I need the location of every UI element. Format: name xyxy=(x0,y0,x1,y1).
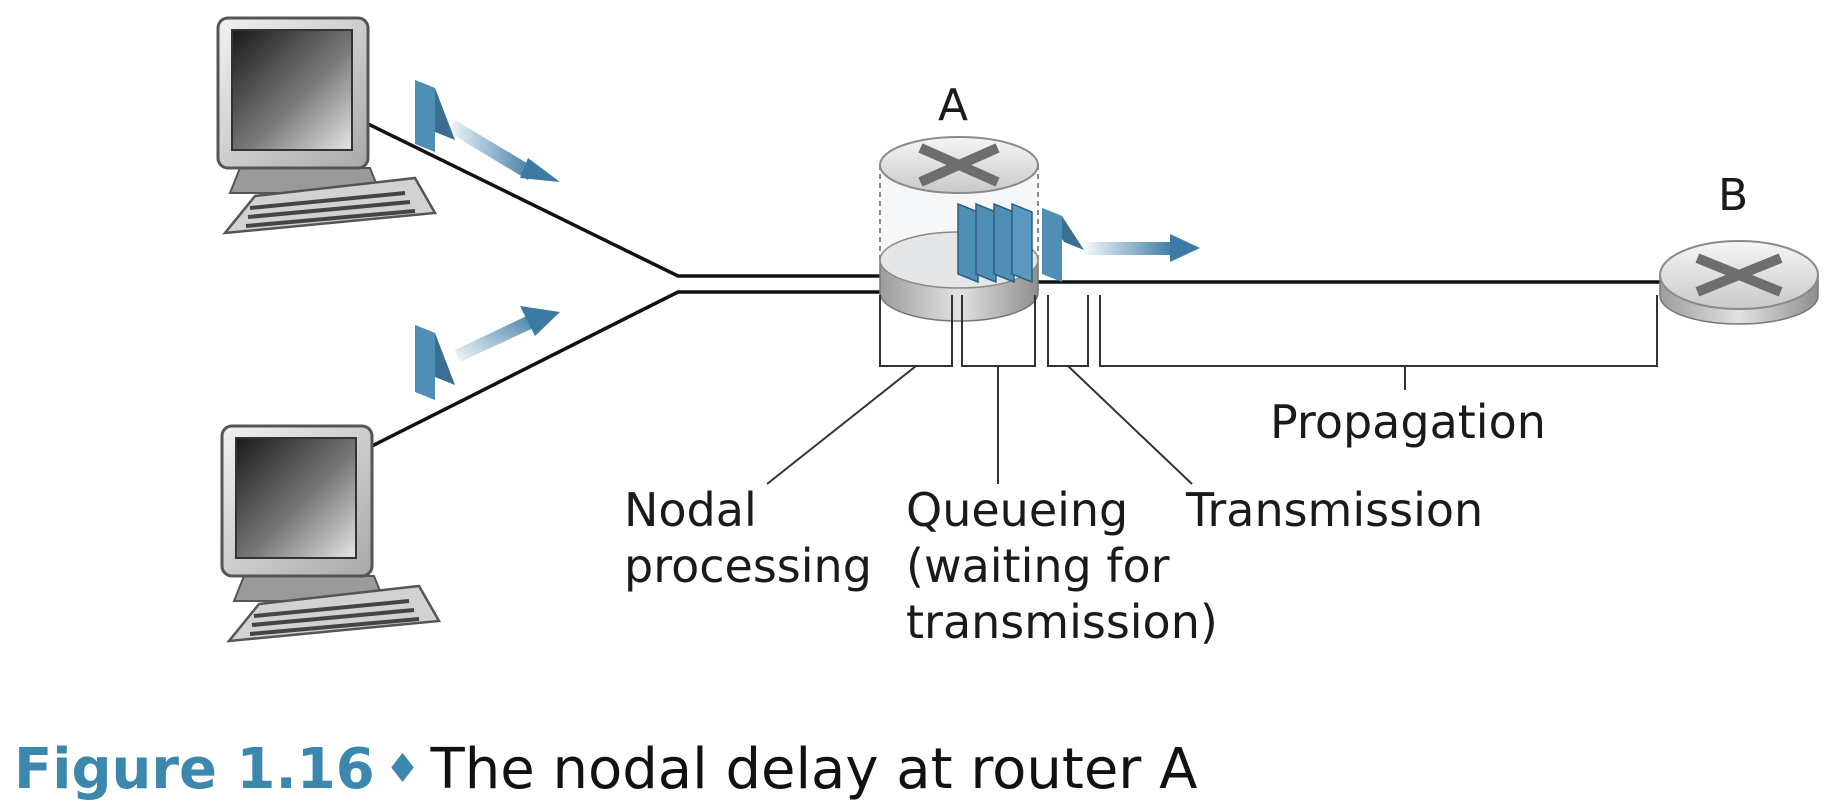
leader-nodal xyxy=(766,365,917,485)
packet-bottom-icon xyxy=(415,306,560,400)
queueing-line-3: transmission) xyxy=(906,595,1218,649)
diamond-icon: ♦ xyxy=(384,746,421,792)
router-a-label: A xyxy=(938,80,969,131)
caption-text: The nodal delay at router A xyxy=(430,737,1198,802)
link-top-computer xyxy=(359,118,880,278)
propagation-label: Propagation xyxy=(1270,395,1546,449)
packet-top-icon xyxy=(415,80,560,182)
nodal-processing-label: Nodal processing xyxy=(624,482,872,594)
computer-bottom-icon xyxy=(220,424,442,643)
delay-brackets xyxy=(766,295,1658,485)
link-bottom-computer xyxy=(367,290,880,450)
queueing-line-2: (waiting for xyxy=(906,539,1170,593)
bracket-transmission xyxy=(1047,295,1089,367)
transmitting-packet-icon xyxy=(1042,208,1200,282)
queueing-line-1: Queueing xyxy=(906,483,1129,537)
router-b-icon xyxy=(1659,240,1819,325)
nodal-line-2: processing xyxy=(624,539,872,593)
computer-top-icon xyxy=(216,16,438,235)
links xyxy=(359,118,1665,450)
figure-number: Figure 1.16 xyxy=(14,737,375,802)
queued-packets-icon xyxy=(957,202,1033,284)
leader-transmission xyxy=(1067,365,1193,485)
nodal-line-1: Nodal xyxy=(624,483,757,537)
transmission-label: Transmission xyxy=(1186,483,1484,537)
figure-caption: Figure 1.16♦The nodal delay at router A xyxy=(14,736,1197,806)
bracket-propagation xyxy=(1099,295,1658,367)
queueing-label: Queueing (waiting for transmission) xyxy=(906,482,1218,650)
router-b-label: B xyxy=(1718,170,1749,221)
